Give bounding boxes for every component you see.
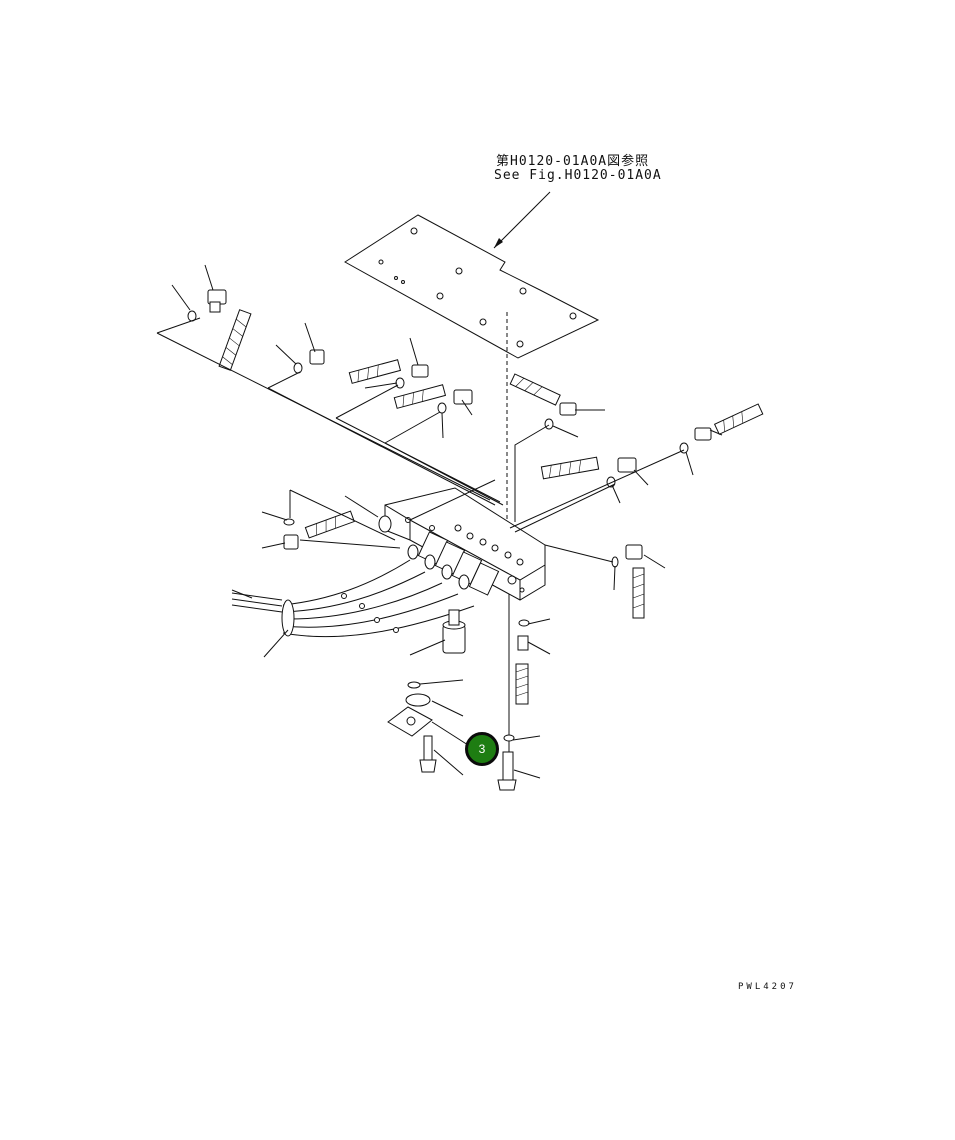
lower-right-fittings: [497, 619, 530, 791]
valve-manifold-block: [378, 479, 546, 601]
pressure-switch: [442, 609, 466, 654]
reference-note-en: See Fig.H0120-01A0A: [494, 168, 662, 183]
drawing-id: PWL4207: [738, 982, 797, 992]
wire-harness: [231, 559, 475, 638]
hose-fittings-upper-right: [509, 373, 764, 488]
reference-note-jp: 第H0120-01A0A図参照: [496, 154, 650, 169]
callout-badge[interactable]: 3: [465, 732, 499, 766]
cover-plate: [344, 214, 600, 359]
hose-fittings-right: [611, 544, 645, 619]
lower-hardware: [387, 681, 437, 773]
hose-fittings-upper-left: [187, 289, 473, 414]
leader-lines: [171, 264, 723, 779]
hose-fittings-left: [283, 510, 355, 550]
reference-leader: [493, 191, 551, 249]
routing-lines: [156, 317, 685, 563]
